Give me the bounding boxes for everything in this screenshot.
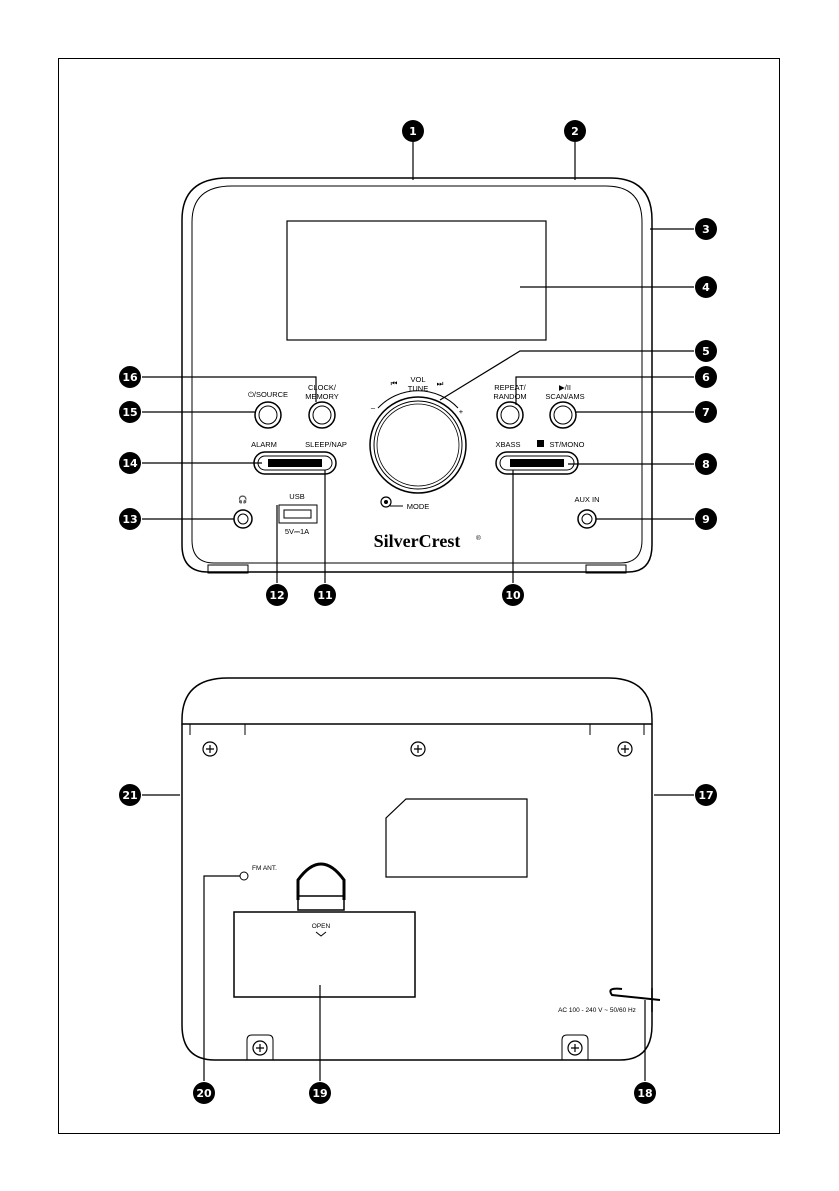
callout-number-9: 9 (702, 513, 710, 526)
scan-ams-label: SCAN/AMS (545, 392, 584, 401)
callout-number-1: 1 (409, 125, 417, 138)
screw-icon (411, 742, 425, 756)
back-housing-bottom (182, 1025, 652, 1060)
callout-number-7: 7 (702, 406, 710, 419)
plus-label: + (459, 407, 464, 416)
callout-number-8: 8 (702, 458, 710, 471)
vol-label: VOL (410, 375, 425, 384)
callout-number-2: 2 (571, 125, 579, 138)
repeat-label-2: RANDOM (493, 392, 526, 401)
source-label: ⏻/SOURCE (248, 390, 288, 399)
callout-number-4: 4 (702, 281, 710, 294)
stop-square-icon (537, 440, 544, 447)
callout-leader-16 (142, 377, 316, 402)
callout-number-17: 17 (698, 789, 713, 802)
brand-logo: SilverCrest (374, 531, 461, 551)
callout-number-11: 11 (317, 589, 332, 602)
callout-number-10: 10 (505, 589, 521, 602)
tune-label: TUNE (408, 384, 428, 393)
power-rating-label: AC 100 - 240 V ~ 50/60 Hz (558, 1007, 636, 1014)
callout-number-12: 12 (269, 589, 284, 602)
usb-rating-label: 5V⎓1A (285, 527, 309, 536)
repeat-label-1: REPEAT/ (494, 383, 526, 392)
minus-label: – (371, 403, 376, 412)
open-label: OPEN (312, 923, 331, 930)
screw-icon (568, 1041, 582, 1055)
callout-number-15: 15 (122, 406, 137, 419)
usb-label: USB (289, 492, 304, 501)
xbass-label: XBASS (495, 440, 520, 449)
callout-leader-6 (516, 377, 694, 405)
brand-registered-mark: ® (476, 534, 481, 542)
next-icon: ⏭ (437, 379, 444, 388)
battery-cover-handle (298, 864, 344, 900)
alarm-label: ALARM (251, 440, 277, 449)
callout-number-20: 20 (196, 1087, 212, 1100)
callout-number-16: 16 (122, 371, 138, 384)
mode-label: MODE (407, 502, 430, 511)
headphone-icon: 🎧 (238, 495, 247, 504)
xbass-st-mono-bar-fill (510, 459, 564, 467)
st-mono-label: ST/MONO (550, 440, 585, 449)
callout-number-6: 6 (702, 371, 710, 384)
screw-icon (618, 742, 632, 756)
fm-ant-label: FM ANT. (252, 865, 277, 872)
callout-number-18: 18 (637, 1087, 652, 1100)
callout-number-14: 14 (122, 457, 138, 470)
clock-memory-label-1: CLOCK/ (308, 383, 337, 392)
screw-icon (253, 1041, 267, 1055)
headphone-jack (234, 510, 252, 528)
prev-icon: ⏮ (391, 379, 398, 388)
aux-in-jack (578, 510, 596, 528)
usb-port (284, 510, 311, 518)
callout-number-13: 13 (122, 513, 137, 526)
volume-knob (370, 397, 466, 493)
back-housing-top (182, 678, 652, 724)
alarm-sleep-bar-fill (268, 459, 322, 467)
callout-number-21: 21 (122, 789, 137, 802)
callout-number-19: 19 (312, 1087, 327, 1100)
rating-label-plate (386, 799, 527, 877)
play-pause-label: ▶/II (559, 383, 571, 392)
fm-antenna-socket (240, 872, 248, 880)
screw-icon (203, 742, 217, 756)
callout-number-3: 3 (702, 223, 710, 236)
clock-memory-label-2: MEMORY (305, 392, 339, 401)
aux-in-label: AUX IN (574, 495, 599, 504)
display-window (287, 221, 546, 340)
callout-number-5: 5 (702, 345, 710, 358)
sleep-nap-label: SLEEP/NAP (305, 440, 347, 449)
